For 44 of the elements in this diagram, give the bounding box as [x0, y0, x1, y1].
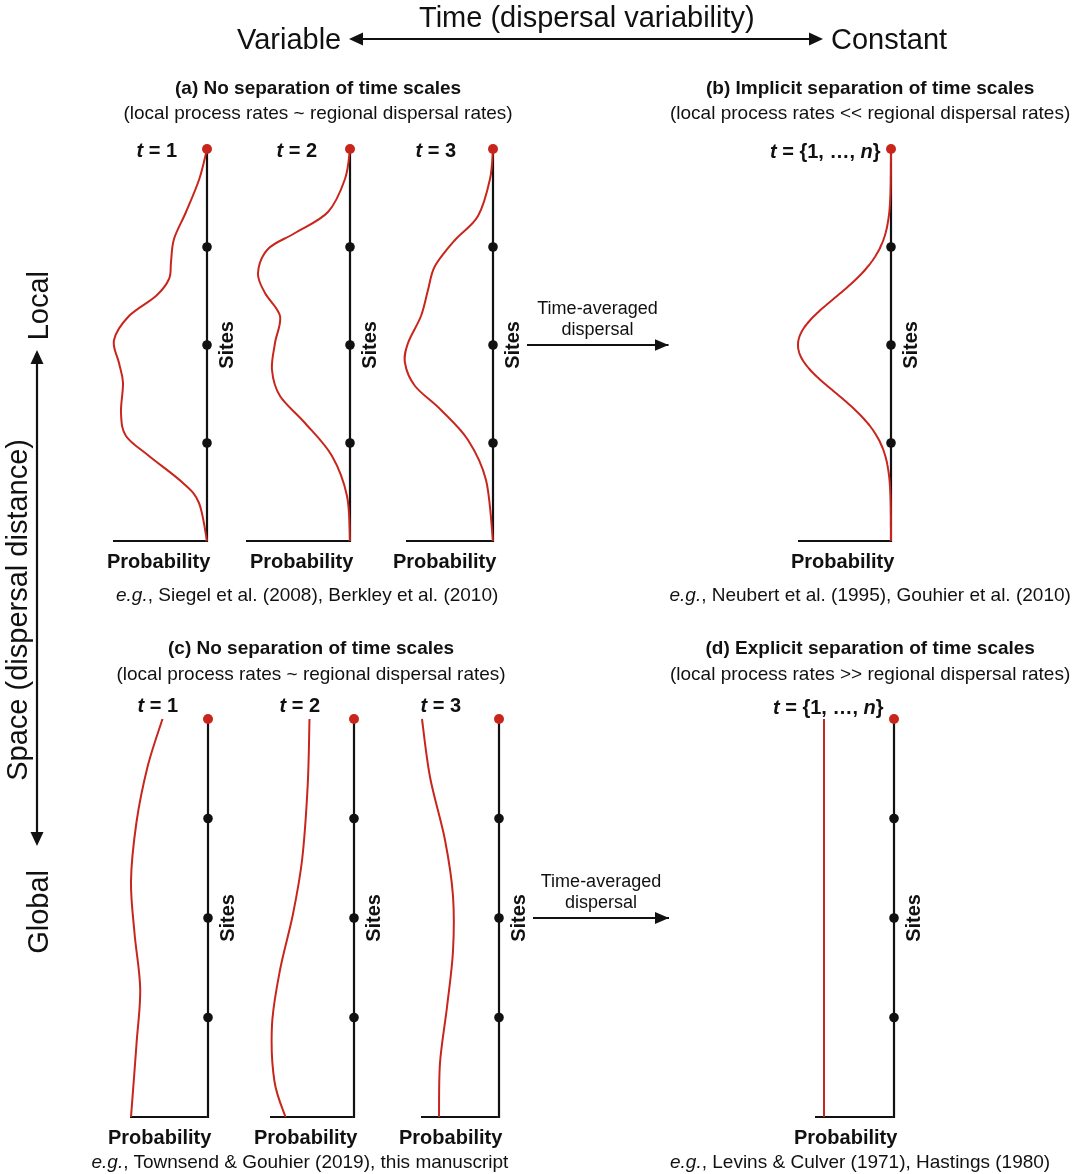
- time-label: t = 2: [279, 693, 321, 717]
- panel-heading: (d) Explicit separation of time scales: [705, 637, 1035, 659]
- axis-label: Sites: [899, 321, 922, 369]
- axis-label: Sites: [501, 321, 524, 369]
- axis-label: Sites: [216, 894, 239, 942]
- citation-text: e.g., Neubert et al. (1995), Gouhier et al. (2010): [669, 584, 1071, 606]
- panel-subtitle: (local process rates << regional dispersal rates): [670, 102, 1071, 124]
- axis-label: Sites: [215, 321, 238, 369]
- arrow: [527, 339, 669, 351]
- arrow: [533, 912, 669, 924]
- axis-label: Probability: [254, 1126, 358, 1149]
- axis-end-label: Constant: [831, 22, 948, 56]
- panel-heading: (a) No separation of time scales: [175, 77, 462, 99]
- axis-label: Probability: [791, 550, 895, 573]
- axis-end-label: Global: [21, 870, 55, 954]
- axis-label: Sites: [358, 321, 381, 369]
- panel-heading: (b) Implicit separation of time scales: [706, 77, 1035, 99]
- axis-title: Time (dispersal variability): [419, 0, 755, 34]
- axis-label: Probability: [794, 1126, 898, 1149]
- axis-label: Probability: [107, 550, 211, 573]
- time-label: t = {1, …, n}: [770, 139, 881, 163]
- panel-subtitle: (local process rates ~ regional dispersal rates): [123, 102, 513, 124]
- axis-label: Sites: [507, 894, 530, 942]
- axis-label: Probability: [399, 1126, 503, 1149]
- time-label: t = 3: [415, 138, 457, 162]
- axis-label: Probability: [393, 550, 497, 573]
- axis-title: Space (dispersal distance): [0, 439, 34, 781]
- panel-subtitle: (local process rates ~ regional dispersal rates): [116, 663, 506, 685]
- citation-text: e.g., Townsend & Gouhier (2019), this manuscript: [91, 1151, 509, 1173]
- citation-text: e.g., Levins & Culver (1971), Hastings (1980): [670, 1151, 1051, 1173]
- citation-text: e.g., Siegel et al. (2008), Berkley et al. (2010): [116, 584, 499, 606]
- axis-end-label: Variable: [237, 22, 342, 56]
- axis-label: Probability: [108, 1126, 212, 1149]
- axis-end-label: Local: [21, 270, 55, 340]
- panel-heading: (c) No separation of time scales: [168, 637, 455, 659]
- time-label: t = {1, …, n}: [773, 695, 884, 719]
- time-label: t = 1: [137, 693, 179, 717]
- time-label: t = 3: [420, 693, 462, 717]
- axis-label: Probability: [250, 550, 354, 573]
- axis-label: Sites: [362, 894, 385, 942]
- panel-subtitle: (local process rates >> regional dispersal rates): [670, 663, 1071, 685]
- time-label: t = 1: [136, 138, 178, 162]
- axis-label: Sites: [902, 894, 925, 942]
- time-label: t = 2: [276, 138, 318, 162]
